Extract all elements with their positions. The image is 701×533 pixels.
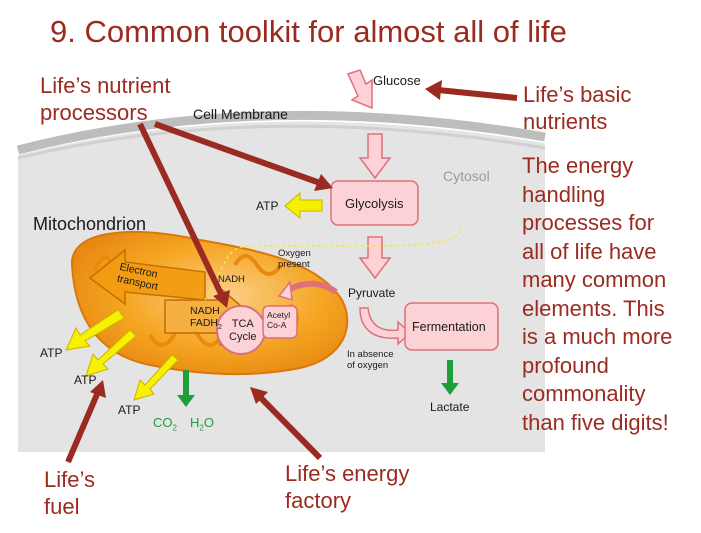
arrow-to-fermentation xyxy=(359,307,412,346)
cell-membrane xyxy=(16,110,546,155)
callout-fuel: Life’s fuel xyxy=(44,467,95,519)
atp-arrow-2 xyxy=(85,329,137,377)
slide-title: 9. Common toolkit for almost all of life xyxy=(50,14,567,49)
explanation-paragraph: The energy handling processes for all of… xyxy=(522,153,673,435)
atp-label-1: ATP xyxy=(40,346,63,360)
atp-label-glycolysis: ATP xyxy=(256,199,279,213)
atp-arrow-1 xyxy=(65,309,125,351)
cell-membrane-label: Cell Membrane xyxy=(193,106,288,122)
callout-nutrient-processors: Life’s nutrient processors xyxy=(40,73,171,125)
electron-transport-arrow xyxy=(88,248,206,306)
nadh-label: NADH xyxy=(218,274,245,285)
fermentation-label: Fermentation xyxy=(412,320,486,334)
tca-cycle-label: TCA Cycle xyxy=(229,318,257,343)
in-absence-label: In absence of oxygen xyxy=(347,349,394,371)
atp-label-3: ATP xyxy=(118,403,141,417)
acetyl-coa-box xyxy=(262,305,298,339)
atp-arrow-glycolysis xyxy=(284,191,323,220)
glycolysis-box xyxy=(330,180,419,226)
mitochondrion-label: Mitochondrion xyxy=(33,214,147,234)
glucose-arrow xyxy=(346,69,373,110)
arrow-to-glycolysis xyxy=(358,133,392,180)
lactate-label: Lactate xyxy=(430,400,470,414)
arrow-to-pyruvate xyxy=(358,236,392,280)
co2-label: CO2 xyxy=(153,415,177,433)
callout-energy-factory: Life’s energy factory xyxy=(285,461,410,513)
atp-label-2: ATP xyxy=(74,373,97,387)
co2-arrow xyxy=(177,370,195,407)
oxygen-present-label: Oxygen present xyxy=(278,248,311,270)
pyruvate-label: Pyruvate xyxy=(348,286,396,300)
fermentation-box xyxy=(404,302,499,351)
acetyl-coa-label: Acetyl Co-A xyxy=(267,310,291,330)
glycolysis-label: Glycolysis xyxy=(345,196,404,211)
nadh-fadh-label: NADH FADH2 xyxy=(190,305,222,332)
glucose-label: Glucose xyxy=(373,73,421,88)
cytosol-label: Cytosol xyxy=(443,168,490,184)
callout-basic-nutrients: Life’s basic nutrients xyxy=(523,82,632,134)
lactate-arrow xyxy=(441,360,459,395)
h2o-label: H2O xyxy=(190,415,214,433)
atp-arrow-3 xyxy=(133,354,179,401)
